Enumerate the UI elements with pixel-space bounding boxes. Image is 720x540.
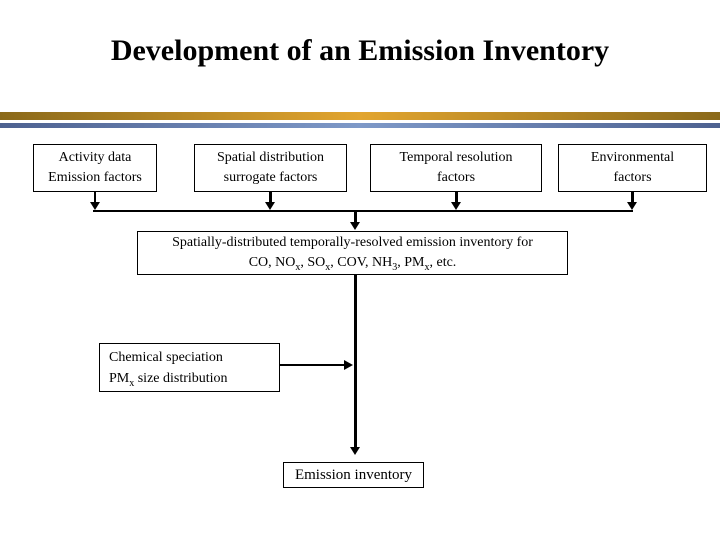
box-spatial-distribution: Spatial distribution surrogate factors <box>194 144 347 192</box>
speciation-arrow-stem <box>280 364 345 366</box>
box-chemical-speciation: Chemical speciation PMx size distributio… <box>99 343 280 392</box>
box-temporal-line2: factors <box>436 170 476 185</box>
inventory-line2-text: CO, NO <box>248 255 296 270</box>
box-environ-line1: Environmental <box>590 150 675 165</box>
box-temporal-resolution: Temporal resolution factors <box>370 144 542 192</box>
inventory-line2-text: , etc. <box>429 255 457 270</box>
inventory-line2-text: , COV, NH <box>330 255 393 270</box>
inventory-sub-x2: x <box>325 261 331 273</box>
box-spatial-line1: Spatial distribution <box>217 150 324 165</box>
arrow-activity-head-icon <box>90 202 100 210</box>
arrow-temporal-head-icon <box>451 202 461 210</box>
box-spatial-temporal-inventory: Spatially-distributed temporally-resolve… <box>137 231 568 275</box>
arrow-environ-head-icon <box>627 202 637 210</box>
box-activity-line2: Emission factors <box>48 170 142 185</box>
divider-gold-stripe <box>0 112 720 120</box>
speciation-line2-text: size distribution <box>134 370 228 386</box>
inventory-sub-3: 3 <box>392 261 398 273</box>
divider-blue-stripe <box>0 123 720 128</box>
main-flow-head-icon <box>350 447 360 455</box>
speciation-line1: Chemical speciation <box>109 349 223 365</box>
output-label: Emission inventory <box>294 467 413 483</box>
speciation-arrow-head-icon <box>344 360 353 370</box>
inventory-line1: Spatially-distributed temporally-resolve… <box>172 235 533 250</box>
box-activity-line1: Activity data <box>58 150 132 165</box>
inventory-line2-text: , SO <box>300 255 326 270</box>
box-environ-line2: factors <box>613 170 652 185</box>
box-temporal-line1: Temporal resolution <box>399 150 513 165</box>
inventory-line2: CO, NOx, SOx, COV, NH3, PMx, etc. <box>249 253 457 273</box>
arrow-environ-stem <box>631 192 634 203</box>
arrow-collector-stem <box>354 211 357 222</box>
arrow-spatial-head-icon <box>265 202 275 210</box>
arrow-temporal-stem <box>455 192 458 203</box>
box-emission-inventory: Emission inventory <box>283 462 424 488</box>
box-activity-data: Activity data Emission factors <box>33 144 157 192</box>
speciation-sub-x: x <box>129 377 135 389</box>
arrow-spatial-stem <box>269 192 272 203</box>
speciation-line2: PMx size distribution <box>109 368 279 389</box>
collector-line <box>93 210 633 212</box>
main-flow-stem <box>354 275 357 447</box>
inventory-line2-text: , PM <box>397 255 425 270</box>
inventory-sub-x3: x <box>424 261 430 273</box>
slide-title: Development of an Emission Inventory <box>110 34 610 67</box>
box-spatial-line2: surrogate factors <box>223 170 318 185</box>
speciation-line2-text: PM <box>109 370 130 386</box>
inventory-sub-x1: x <box>295 261 301 273</box>
box-environmental-factors: Environmental factors <box>558 144 707 192</box>
arrow-activity-stem <box>94 192 96 203</box>
arrow-collector-head-icon <box>350 222 360 230</box>
